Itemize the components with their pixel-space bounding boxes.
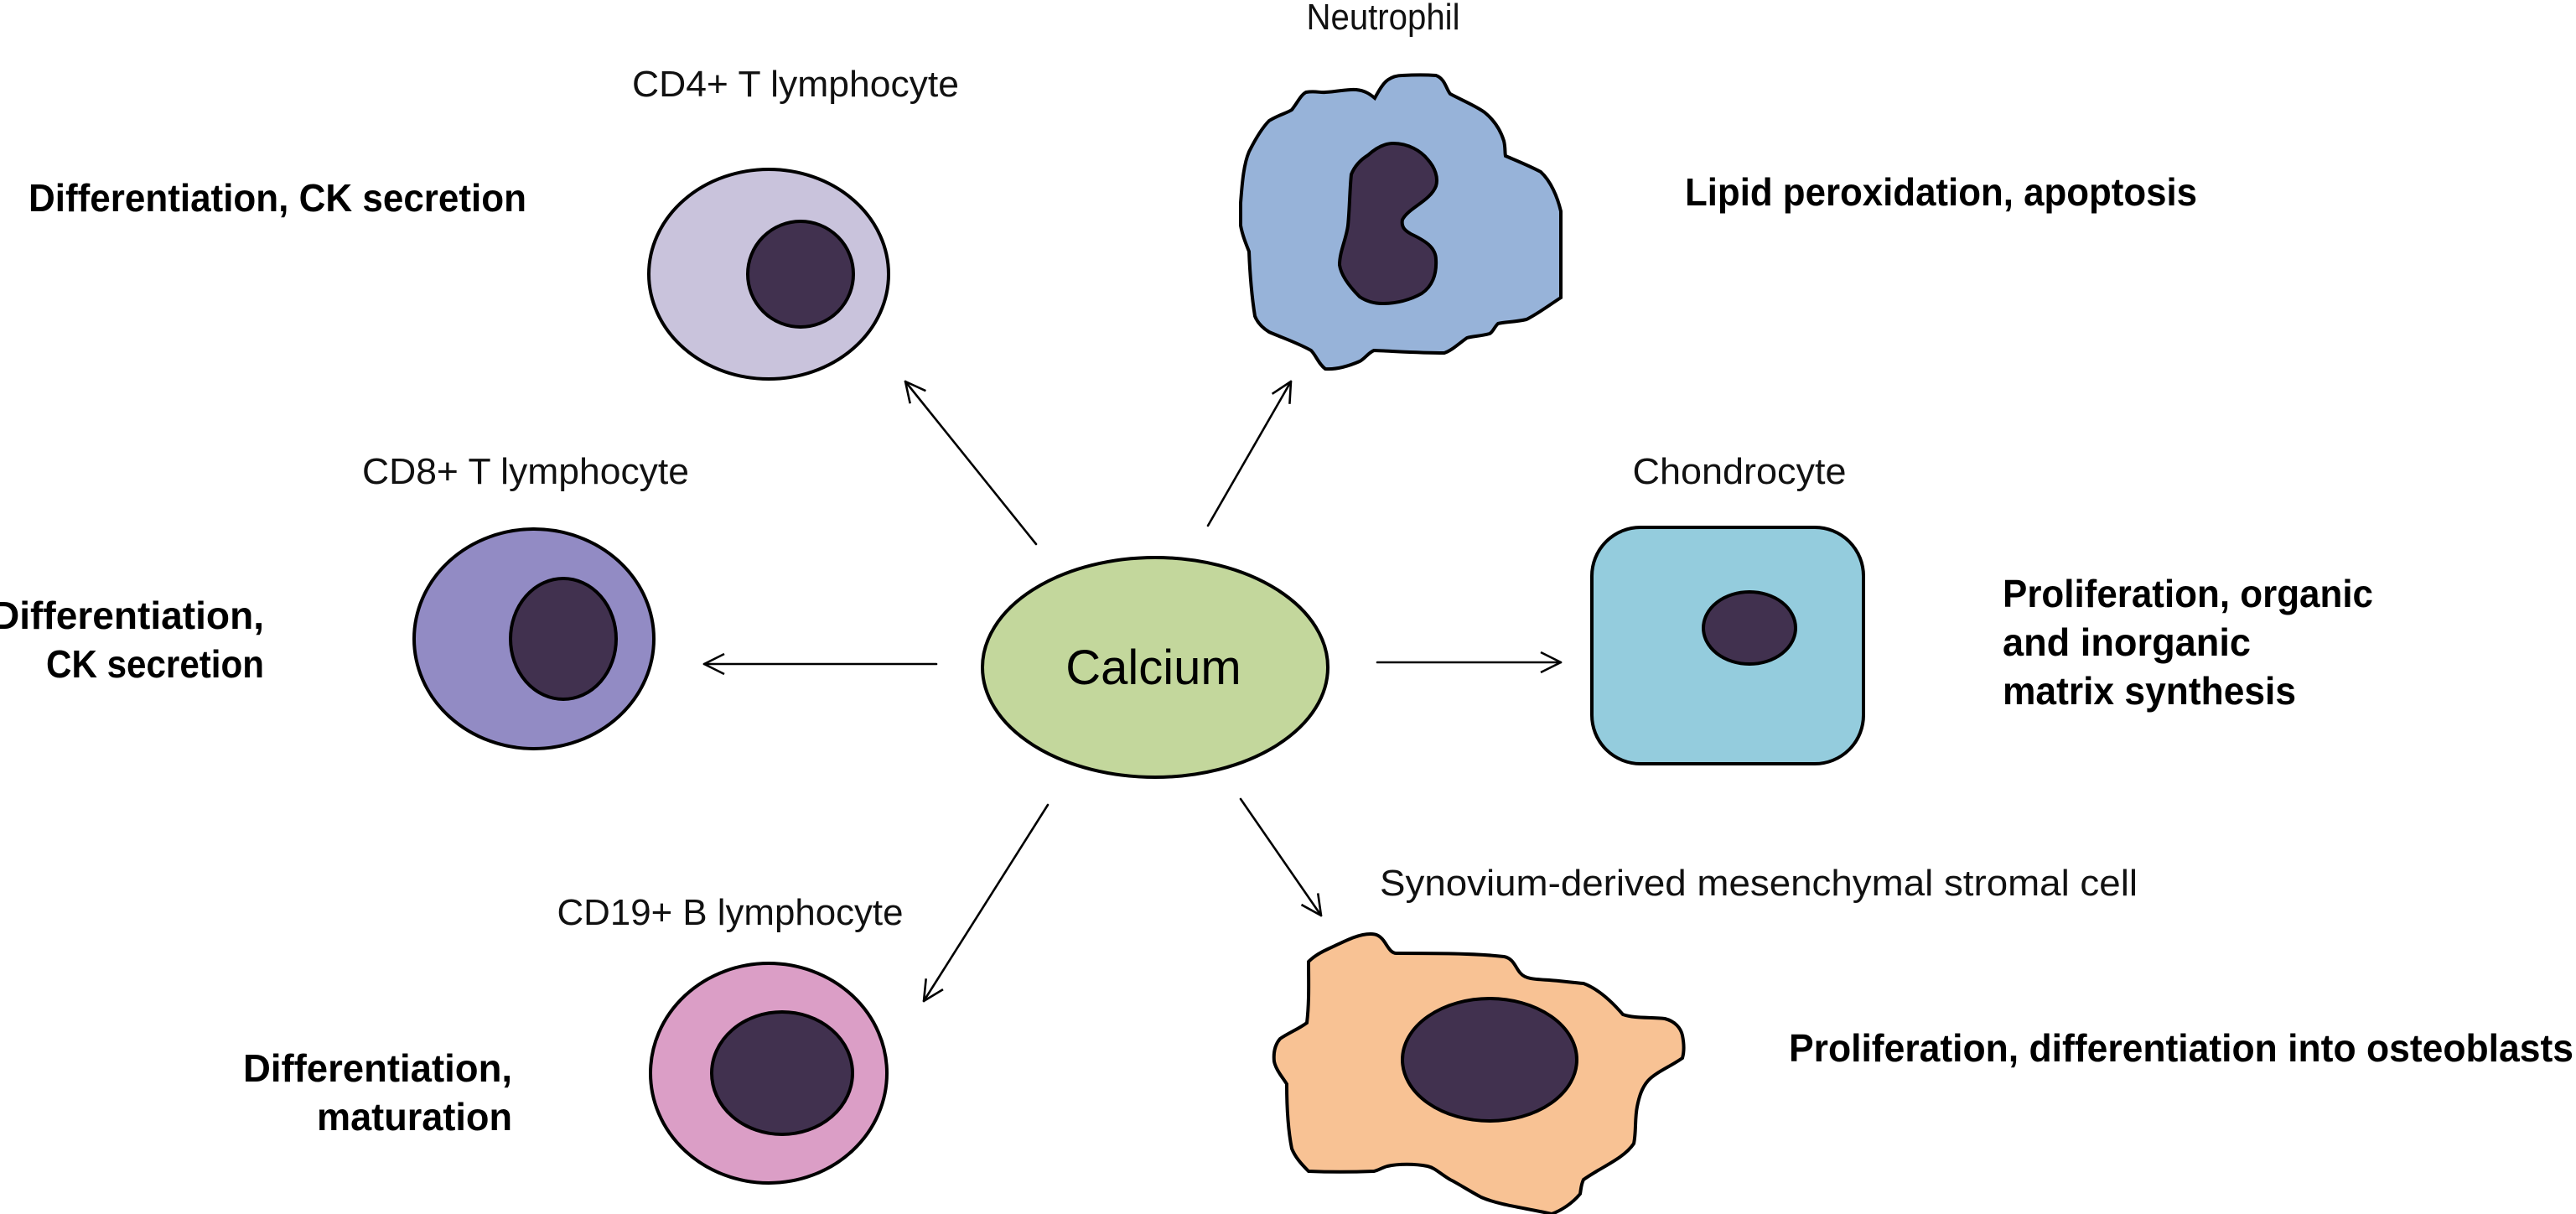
cd19-nucleus <box>710 1010 854 1136</box>
arrows <box>702 380 1563 1003</box>
chondrocyte-nucleus <box>1702 590 1797 666</box>
arrow-to-msc <box>1239 797 1323 917</box>
cd8-effect-line-2: CK secretion <box>46 642 264 686</box>
chondrocyte-effect-line-3: matrix synthesis <box>2003 669 2296 713</box>
neutrophil-effect: Lipid peroxidation, apoptosis <box>1685 170 2197 214</box>
chondrocyte-effect-line-1: Proliferation, organic <box>2003 572 2373 615</box>
calcium-ellipse <box>981 556 1329 779</box>
neutrophil-nucleus <box>1337 141 1438 306</box>
calcium-node: Calcium <box>981 556 1329 779</box>
msc-nucleus <box>1401 997 1578 1123</box>
cell-cd19: CD19+ B lymphocyte Differentiation, matu… <box>243 892 904 1185</box>
cell-cd8: CD8+ T lymphocyte Differentiation, CK se… <box>0 451 689 750</box>
cd19-effect-line-1: Differentiation, <box>243 1046 512 1090</box>
cd4-nucleus <box>746 220 855 329</box>
arrow-to-cd19 <box>922 803 1050 1003</box>
cd8-effect-line-1: Differentiation, <box>0 594 264 637</box>
cd8-label: CD8+ T lymphocyte <box>362 451 689 492</box>
chondrocyte-label: Chondrocyte <box>1633 451 1847 492</box>
neutrophil-label: Neutrophil <box>1307 0 1460 38</box>
calcium-label: Calcium <box>1065 641 1241 695</box>
msc-effect: Proliferation, differentiation into oste… <box>1789 1026 2573 1070</box>
arrow-to-cd4 <box>904 380 1038 546</box>
cd8-nucleus <box>509 577 618 701</box>
arrow-to-neutrophil <box>1206 380 1293 527</box>
cell-cd4: CD4+ T lymphocyte Differentiation, CK se… <box>29 64 959 381</box>
msc-label: Synovium-derived mesenchymal stromal cel… <box>1380 863 2138 904</box>
cell-neutrophil: Neutrophil Lipid peroxidation, apoptosis <box>1239 0 2197 371</box>
cd19-effect-line-2: maturation <box>317 1095 512 1139</box>
cell-msc: Synovium-derived mesenchymal stromal cel… <box>1272 863 2573 1214</box>
cell-chondrocyte: Chondrocyte Proliferation, organic and i… <box>1590 451 2373 765</box>
cd4-label: CD4+ T lymphocyte <box>632 64 959 105</box>
cd19-label: CD19+ B lymphocyte <box>557 892 904 933</box>
chondrocyte-effect-line-2: and inorganic <box>2003 620 2251 664</box>
cd4-effect: Differentiation, CK secretion <box>29 176 526 220</box>
